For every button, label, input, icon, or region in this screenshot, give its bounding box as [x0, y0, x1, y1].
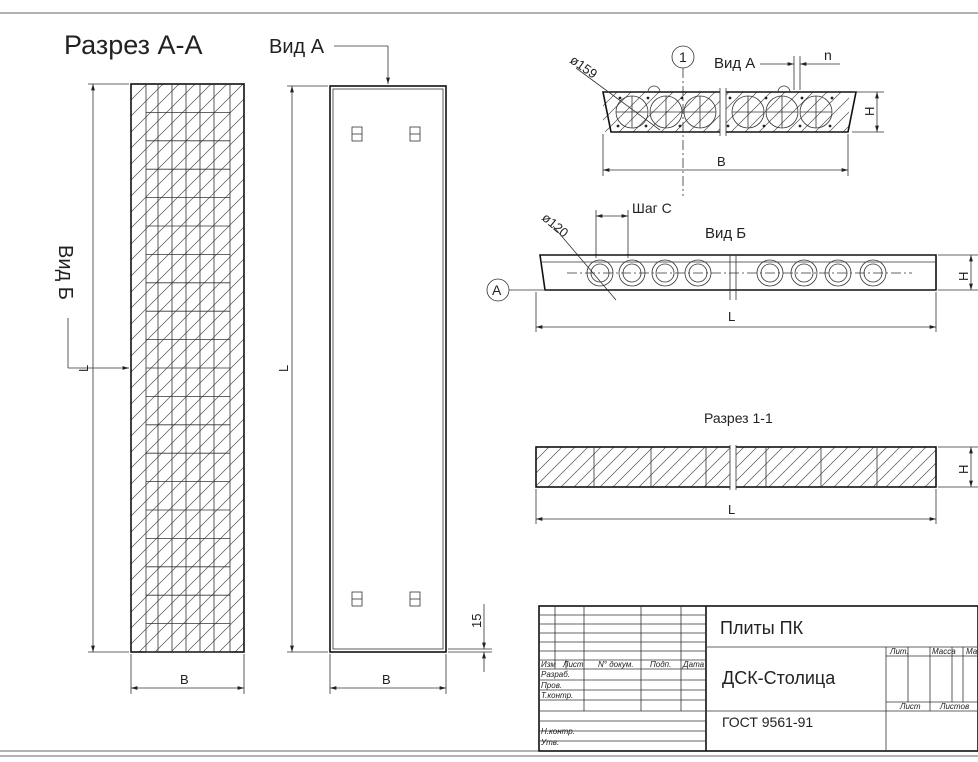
standard: ГОСТ 9561-91 — [722, 714, 813, 730]
dim-h-11: H — [956, 465, 971, 474]
title-block: Плиты ПК ДСК-Столица ГОСТ 9561-91 Лит. М… — [538, 605, 978, 752]
col-doc: N° докум. — [598, 660, 634, 669]
dim-n: n — [824, 47, 832, 63]
lifting-loop-icon — [409, 591, 421, 607]
col-sign: Подп. — [650, 660, 671, 669]
row-razrab: Разраб. — [541, 670, 570, 679]
product-name: Плиты ПК — [720, 618, 804, 638]
row-nkontr: Н.контр. — [541, 727, 575, 736]
callout-1: 1 — [679, 49, 687, 65]
hollow-cores — [615, 88, 834, 136]
scale-header: Ма — [966, 647, 978, 656]
dim-l-b: L — [728, 309, 735, 324]
sheet-header: Лист — [899, 702, 921, 711]
title-block-grid — [539, 606, 706, 742]
mass-header: Масса — [932, 647, 956, 656]
company-name: ДСК-Столица — [722, 668, 836, 688]
section-aa-grid — [145, 84, 231, 653]
section-1-1: Разрез 1-1 H L — [535, 410, 978, 524]
sheets-header: Листов — [939, 702, 969, 711]
row-prov: Пров. — [541, 681, 562, 690]
col-date: Дата — [682, 660, 705, 669]
dim-15: 15 — [469, 614, 484, 628]
view-b-label: Вид Б — [54, 245, 76, 300]
section-aa-title: Разрез А-А — [64, 30, 203, 60]
diam-120: ø120 — [539, 210, 571, 241]
col-izm: Изм — [541, 660, 556, 669]
side-view-b: Шаг С Вид Б ø120 А H L — [486, 200, 978, 332]
lifting-loop-icon — [351, 126, 363, 142]
step-c-label: Шаг С — [632, 200, 672, 216]
view-a-label-2: Вид А — [714, 55, 755, 72]
cross-section-view-a: 1 Вид А n ø159 H B — [567, 45, 884, 196]
view-a-plan: Вид А L B 15 — [269, 36, 492, 694]
dim-h-a: H — [862, 107, 877, 116]
col-list: Лист — [562, 660, 584, 669]
view-b-label-2: Вид Б — [705, 225, 746, 242]
row-utv: Утв. — [540, 738, 559, 747]
dim-l-section: L — [76, 365, 91, 372]
section-aa: Разрез А-А Вид Б L B — [54, 30, 245, 694]
dim-b-section: B — [180, 672, 189, 687]
section-11-title: Разрез 1-1 — [704, 410, 773, 426]
lit-header: Лит. — [889, 647, 909, 656]
diam-159: ø159 — [567, 52, 600, 81]
dim-b-a: B — [717, 154, 726, 169]
view-a-label: Вид А — [269, 36, 325, 58]
dim-h-b: H — [956, 272, 971, 281]
dim-l-11: L — [728, 502, 735, 517]
lifting-loop-icon — [351, 591, 363, 607]
row-tkontr: Т.контр. — [541, 691, 573, 700]
lifting-loop-icon — [409, 126, 421, 142]
callout-a: А — [492, 282, 502, 298]
dim-l-plan: L — [276, 365, 291, 372]
dim-b-plan: B — [382, 672, 391, 687]
